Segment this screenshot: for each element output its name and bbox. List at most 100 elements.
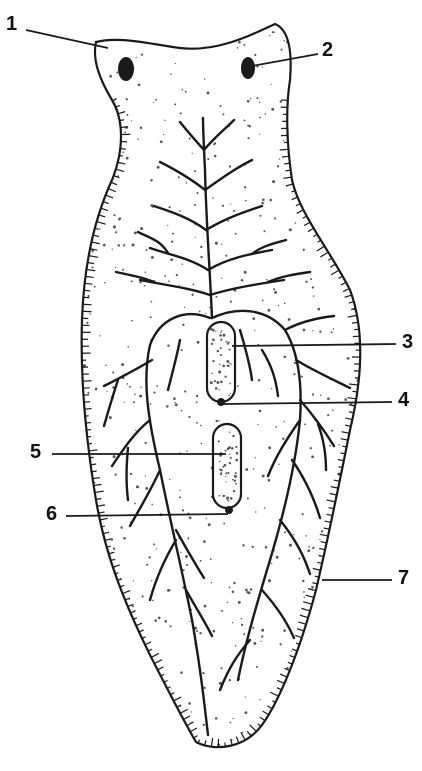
stipple-dot <box>113 214 115 216</box>
stipple-dot <box>210 381 213 384</box>
stipple-dot <box>332 409 334 411</box>
stipple-dot <box>229 454 230 455</box>
cilium <box>118 162 126 164</box>
stipple-dot <box>244 271 247 274</box>
stipple-dot <box>228 472 230 474</box>
stipple-dot <box>146 564 148 566</box>
stipple-dot <box>211 343 213 345</box>
cilium <box>83 304 92 305</box>
stipple-dot <box>268 579 271 582</box>
stipple-dot <box>304 597 305 598</box>
stipple-dot <box>312 393 314 395</box>
stipple-dot <box>201 443 203 445</box>
stipple-dot <box>244 119 246 121</box>
stipple-dot <box>247 498 249 500</box>
stipple-dot <box>192 153 193 154</box>
stipple-dot <box>95 388 98 391</box>
stipple-dot <box>180 671 183 674</box>
cilium <box>277 680 284 683</box>
stipple-dot <box>191 711 192 712</box>
stipple-dot <box>274 217 276 219</box>
stipple-dot <box>261 629 264 632</box>
stipple-dot <box>138 83 141 86</box>
stipple-dot <box>245 468 248 471</box>
stipple-dot <box>169 206 171 208</box>
stipple-dot <box>208 523 211 526</box>
stipple-dot <box>259 133 260 134</box>
stipple-dot <box>153 392 155 394</box>
stipple-dot <box>186 182 188 184</box>
stipple-dot <box>181 410 183 412</box>
stipple-dot <box>250 98 251 99</box>
stipple-dot <box>193 284 195 286</box>
stipple-dot <box>245 696 246 697</box>
stipple-dot <box>112 372 114 374</box>
stipple-dot <box>284 40 285 41</box>
stipple-dot <box>241 618 242 619</box>
stipple-dot <box>131 320 133 322</box>
stipple-dot <box>221 278 222 279</box>
stipple-dot <box>273 288 275 290</box>
stipple-dot <box>289 228 292 231</box>
stipple-dot <box>153 102 154 103</box>
stipple-dot <box>133 401 135 403</box>
stipple-dot <box>115 231 117 233</box>
stipple-dot <box>245 711 248 714</box>
leader-line-6 <box>66 514 228 516</box>
stipple-dot <box>302 513 304 515</box>
cilium <box>106 195 113 198</box>
stipple-dot <box>170 258 173 261</box>
stipple-dot <box>246 591 248 593</box>
cilium <box>341 439 348 440</box>
stipple-dot <box>301 376 303 378</box>
stipple-dot <box>194 204 196 206</box>
stipple-dot <box>99 335 100 336</box>
label-5: 5 <box>30 442 41 462</box>
cilium <box>301 608 310 611</box>
stipple-dot <box>142 595 144 597</box>
stipple-dot <box>308 546 310 548</box>
stipple-dot <box>134 231 137 234</box>
stipple-dot <box>188 702 191 705</box>
stipple-dot <box>166 405 169 408</box>
cilium <box>94 484 102 485</box>
stipple-dot <box>277 165 279 167</box>
stipple-dot <box>229 165 231 167</box>
cilium <box>313 568 321 570</box>
stipple-dot <box>220 332 221 333</box>
stipple-dot <box>227 602 228 603</box>
stipple-dot <box>124 402 125 403</box>
cilium <box>180 709 188 713</box>
stipple-dot <box>238 601 241 604</box>
stipple-dot <box>254 330 255 331</box>
stipple-dot <box>212 197 214 199</box>
stipple-dot <box>295 222 297 224</box>
stipple-dot <box>189 138 191 140</box>
stipple-dot <box>150 316 152 318</box>
stipple-dot <box>224 376 226 378</box>
stipple-dot <box>235 233 237 235</box>
cilium <box>297 210 304 213</box>
stipple-dot <box>229 383 231 385</box>
stipple-dot <box>305 281 307 283</box>
stipple-dot <box>215 387 218 390</box>
left-eyespot <box>118 57 134 81</box>
stipple-dot <box>278 305 279 306</box>
stipple-dot <box>230 363 232 365</box>
stipple-dot <box>158 617 161 620</box>
stipple-dot <box>154 619 157 622</box>
cilium <box>86 269 95 270</box>
stipple-dot <box>339 444 340 445</box>
stipple-dot <box>156 548 157 549</box>
stipple-dot <box>200 560 202 562</box>
label-3: 3 <box>402 332 413 352</box>
stipple-dot <box>254 54 256 56</box>
stipple-dot <box>268 446 271 449</box>
stipple-dot <box>284 531 286 533</box>
stipple-dot <box>327 397 330 400</box>
stipple-dot <box>241 279 244 282</box>
cilium <box>303 602 312 605</box>
stipple-dot <box>222 205 224 207</box>
stipple-dot <box>137 138 139 140</box>
stipple-dot <box>312 286 314 288</box>
